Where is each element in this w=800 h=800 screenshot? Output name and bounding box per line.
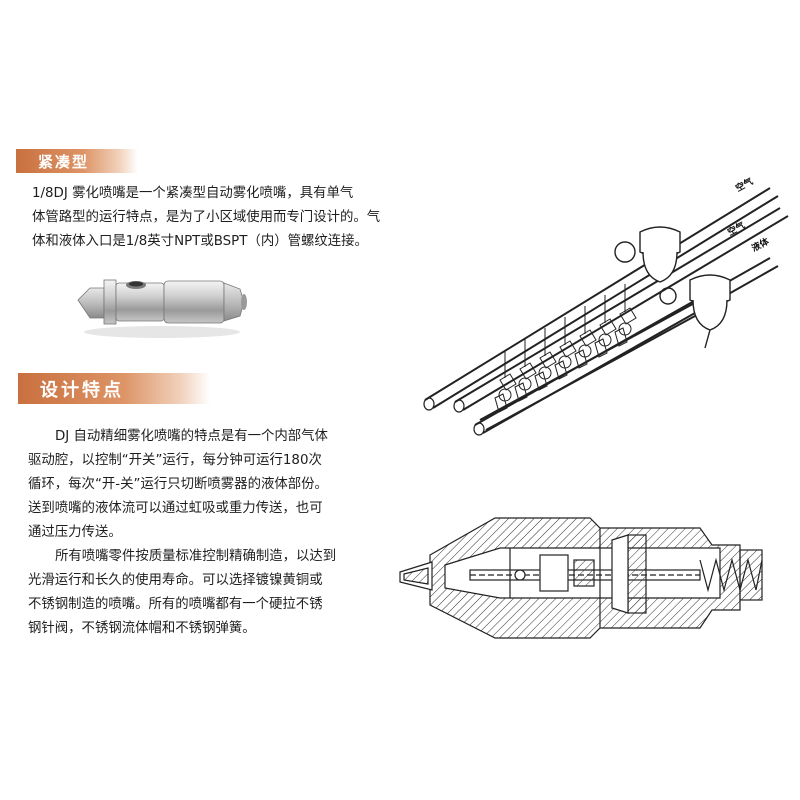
label-air-1: 空气 <box>734 176 755 195</box>
design-p1-line-1: DJ 自动精细雾化喷嘴的特点是有一个内部气体 <box>55 429 328 444</box>
compact-line-3: 体和液体入口是1/8英寸NPT或BSPT（内）管螺纹连接。 <box>32 234 368 249</box>
section-heading-compact-text: 紧凑型 <box>38 152 90 171</box>
design-p2-line-3: 不锈钢制造的喷嘴。所有的喷嘴都有一个硬拉不锈 <box>28 597 323 612</box>
compact-line-2: 体管路型的运行特点，是为了小区域使用而专门设计的。气 <box>32 210 381 225</box>
design-p1-line-3: 循环，每次“开-关”运行只切断喷雾器的液体部份。 <box>28 477 328 492</box>
design-paragraph-2: 所有喷嘴零件按质量标准控制精确制造，以达到 光滑运行和长久的使用寿命。可以选择镀… <box>28 545 336 641</box>
section-heading-design-features: 设计特点 <box>18 373 210 404</box>
compact-line-1: 1/8DJ 雾化喷嘴是一个紧凑型自动雾化喷嘴，具有单气 <box>32 186 354 201</box>
section-heading-compact: 紧凑型 <box>16 149 138 173</box>
design-p1-line-2: 驱动腔，以控制“开关”运行，每分钟可运行180次 <box>28 453 322 468</box>
design-p1-line-4: 送到喷嘴的液体流可以通过虹吸或重力传送，也可 <box>28 501 323 516</box>
design-p2-line-4: 钢针阀，不锈钢流体帽和不锈钢弹簧。 <box>28 621 256 636</box>
design-paragraph-1: DJ 自动精细雾化喷嘴的特点是有一个内部气体 驱动腔，以控制“开关”运行，每分钟… <box>28 425 328 545</box>
compact-description: 1/8DJ 雾化喷嘴是一个紧凑型自动雾化喷嘴，具有单气 体管路型的运行特点，是为… <box>32 182 380 254</box>
design-p2-line-1: 所有喷嘴零件按质量标准控制精确制造，以达到 <box>55 549 337 564</box>
label-air-2: 空气 <box>726 220 747 239</box>
section-heading-design-features-text: 设计特点 <box>40 379 124 401</box>
design-p2-line-2: 光滑运行和长久的使用寿命。可以选择镀镍黄铜或 <box>28 573 323 588</box>
label-liquid: 液体 <box>750 236 771 255</box>
design-p1-line-5: 通过压力传送。 <box>28 525 122 540</box>
